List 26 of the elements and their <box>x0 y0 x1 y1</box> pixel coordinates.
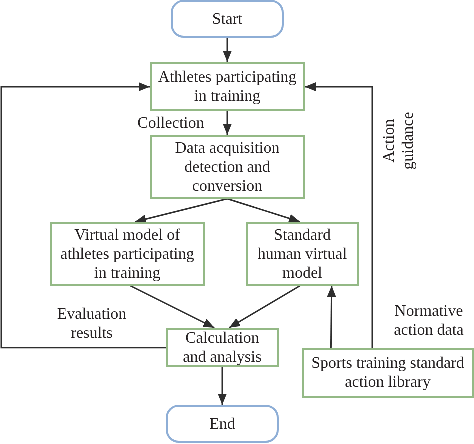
process-box <box>50 222 205 286</box>
arrow <box>305 82 374 348</box>
node-text: Data acquisition detection and conversion <box>174 138 281 196</box>
node-text: Start <box>212 10 243 28</box>
process-box <box>166 328 279 367</box>
process-box <box>150 135 305 199</box>
arrow <box>130 285 215 329</box>
node-text: Standard human virtual model <box>256 226 348 282</box>
arrow <box>223 38 232 62</box>
arrow <box>228 285 301 329</box>
arrow <box>218 367 227 405</box>
node-text: End <box>210 414 236 434</box>
arrow <box>0 82 166 349</box>
process-box <box>150 62 305 111</box>
arrow <box>227 198 300 223</box>
node-text: Calculation and analysis <box>182 328 263 366</box>
process-box <box>302 348 474 398</box>
arrow <box>135 198 228 224</box>
node-text: Virtual model of athletes participating in training <box>60 226 196 282</box>
terminal-box <box>166 405 279 443</box>
arrow <box>327 286 336 348</box>
terminal-box <box>171 0 284 38</box>
node-text: Athletes participating in training <box>158 68 297 106</box>
node-text: Sports training standard action library <box>310 354 466 392</box>
process-box <box>246 222 359 286</box>
arrow <box>223 111 232 135</box>
